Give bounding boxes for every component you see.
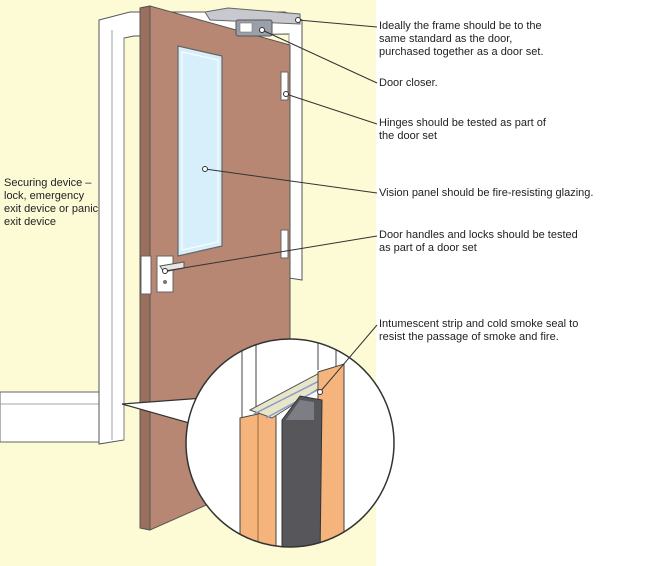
securing-label: Securing device – lock, emergency exit d… — [4, 177, 99, 228]
closer-label: Door closer. — [379, 77, 438, 89]
skirting-board — [0, 391, 101, 443]
handles-label: Door handles and locks should be tested … — [379, 229, 578, 254]
vision-label: Vision panel should be fire-resisting gl… — [379, 187, 594, 199]
vision-panel — [177, 45, 223, 257]
frame-label: Ideally the frame should be to the same … — [379, 20, 544, 58]
hinge-lower — [280, 229, 289, 259]
hinges-label: Hinges should be tested as part of the d… — [379, 117, 546, 142]
smoke-seal — [281, 395, 323, 547]
intumescent-label: Intumescent strip and cold smoke seal to… — [379, 318, 579, 343]
hinge-top — [280, 71, 289, 101]
leader-lines — [162, 17, 378, 395]
